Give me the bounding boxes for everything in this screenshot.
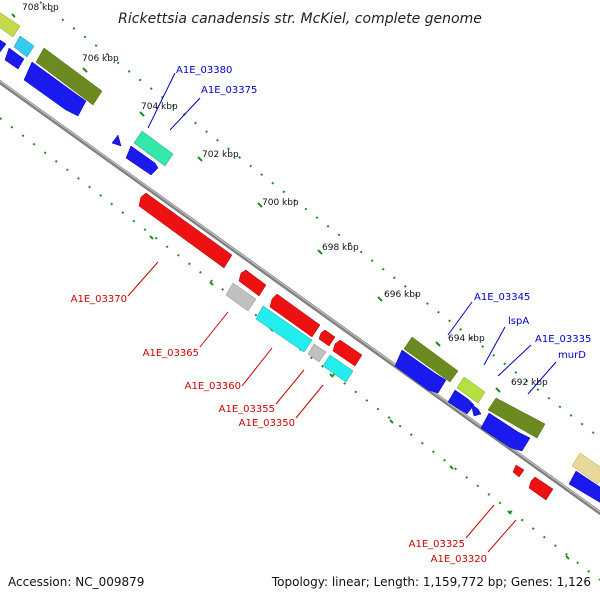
leader-03375 — [169, 97, 201, 131]
gene-label-A1E_03325[interactable]: A1E_03325 — [409, 539, 465, 550]
minus-strand-genes — [138, 192, 554, 501]
gene-grey-03365[interactable] — [225, 282, 257, 312]
leader-03360 — [241, 347, 273, 387]
gene-label-A1E_03365[interactable]: A1E_03365 — [143, 348, 199, 359]
gene-labels-plus: A1E_03380 A1E_03375 A1E_03345 lspA A1E_0… — [176, 65, 591, 361]
gene-blue-3[interactable] — [23, 61, 87, 117]
tick-704 — [139, 111, 145, 117]
gene-red-small-1[interactable] — [238, 269, 267, 297]
scale-label-698: 698 kbp — [322, 243, 359, 253]
gene-label-A1E_03355[interactable]: A1E_03355 — [219, 404, 275, 415]
gene-label-lspA[interactable]: lspA — [508, 316, 529, 327]
tick-inner-2 — [209, 281, 214, 286]
tick-700 — [257, 202, 263, 208]
gene-label-A1E_03345[interactable]: A1E_03345 — [474, 292, 530, 303]
gene-olive-1[interactable] — [0, 10, 21, 38]
gene-blue-4[interactable] — [125, 145, 159, 176]
gene-label-A1E_03350[interactable]: A1E_03350 — [239, 418, 295, 429]
gene-label-A1E_03360[interactable]: A1E_03360 — [185, 381, 241, 392]
gene-khaki-1[interactable] — [571, 452, 600, 485]
gene-cyan-03360[interactable] — [255, 305, 313, 353]
gene-teal-1[interactable] — [133, 130, 174, 167]
tick-inner-1 — [149, 235, 154, 240]
tick-inner-8 — [565, 555, 570, 560]
gene-cyan-03350[interactable] — [322, 354, 354, 383]
tick-692 — [495, 387, 501, 393]
gene-blue-5[interactable] — [394, 349, 447, 394]
gene-red-03355[interactable] — [332, 339, 363, 367]
scale-label-704: 704 kbp — [141, 102, 178, 112]
scale-label-694: 694 kbp — [448, 334, 485, 344]
gene-yellowgreen-1[interactable] — [456, 376, 486, 404]
tick-inner-6 — [449, 465, 454, 470]
gene-blue-2[interactable] — [4, 47, 25, 70]
leader-lspA — [483, 326, 506, 366]
gene-grey-03355[interactable] — [307, 343, 327, 363]
leader-03335 — [497, 344, 532, 377]
leader-03380 — [147, 72, 176, 129]
leader-03325 — [465, 504, 495, 539]
tick-708 — [11, 13, 16, 18]
plus-strand-genes — [0, 36, 600, 506]
leader-03365 — [199, 311, 229, 348]
gene-red-03370[interactable] — [138, 192, 233, 269]
leader-murD — [527, 361, 557, 395]
gene-label-A1E_03370[interactable]: A1E_03370 — [71, 294, 127, 305]
gene-label-A1E_03380[interactable]: A1E_03380 — [176, 65, 232, 76]
accession-text: Accession: NC_009879 — [8, 575, 144, 589]
tick-706 — [82, 67, 88, 73]
map-title: Rickettsia canadensis str. McKiel, compl… — [118, 11, 482, 27]
gene-olive-4[interactable] — [487, 397, 546, 439]
gene-red-03325[interactable] — [512, 464, 525, 478]
gene-blue-8[interactable] — [480, 412, 531, 452]
gene-olive-2[interactable] — [35, 47, 103, 106]
tick-694 — [435, 341, 441, 347]
gene-red-03320[interactable] — [528, 476, 554, 501]
scale-label-696: 696 kbp — [384, 290, 421, 300]
gene-labels-minus: A1E_03370 A1E_03365 A1E_03360 A1E_03355 … — [71, 294, 487, 565]
gene-label-murD[interactable]: murD — [558, 350, 586, 361]
scale-label-692: 692 kbp — [511, 378, 548, 388]
gene-blue-1[interactable] — [0, 36, 7, 53]
scale-labels: 708 kbp 706 kbp 704 kbp 702 kbp 700 kbp … — [22, 3, 548, 388]
gene-red-small-2[interactable] — [318, 329, 336, 347]
summary-text: Topology: linear; Length: 1,159,772 bp; … — [271, 575, 591, 589]
tick-inner-4 — [329, 373, 334, 378]
scale-label-700: 700 kbp — [262, 198, 299, 208]
leader-03350 — [295, 384, 324, 419]
outer-track-genes — [0, 10, 600, 485]
tick-inner-7 — [507, 510, 512, 515]
scale-label-702: 702 kbp — [202, 150, 239, 160]
gene-label-A1E_03375[interactable]: A1E_03375 — [201, 85, 257, 96]
tick-702 — [197, 156, 203, 162]
tick-696 — [377, 296, 383, 302]
scale-label-706: 706 kbp — [82, 54, 119, 64]
gene-blue-small-arrow[interactable] — [111, 134, 122, 147]
gene-blue-7[interactable] — [470, 403, 482, 417]
gene-label-A1E_03320[interactable]: A1E_03320 — [431, 554, 487, 565]
gene-olive-3[interactable] — [403, 336, 459, 383]
label-leader-lines — [127, 72, 557, 553]
backbone-line — [0, 79, 600, 516]
leader-03370 — [127, 261, 159, 297]
outer-dotted-track — [39, 1, 600, 439]
leader-03320 — [487, 519, 517, 553]
leader-03355 — [275, 369, 305, 405]
tick-inner-5 — [389, 419, 394, 424]
leader-03345 — [447, 301, 473, 336]
gene-blue-9[interactable] — [568, 470, 600, 506]
gene-cyan-1[interactable] — [13, 35, 35, 58]
gene-label-A1E_03335[interactable]: A1E_03335 — [535, 334, 591, 345]
tick-698 — [317, 249, 323, 255]
gene-blue-6[interactable] — [447, 389, 475, 415]
gene-red-03360[interactable] — [269, 293, 321, 338]
scale-label-708: 708 kbp — [22, 3, 59, 13]
